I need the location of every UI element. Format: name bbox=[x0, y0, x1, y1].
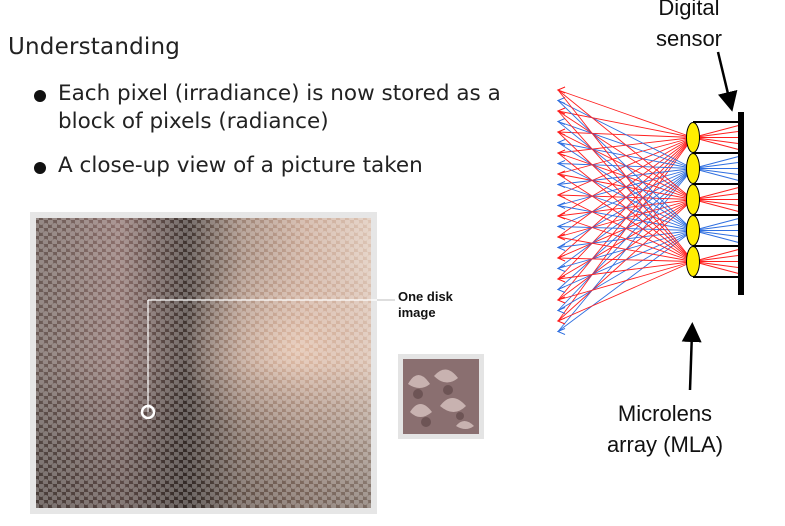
light-ray bbox=[557, 100, 694, 231]
microlens-array-diagram bbox=[556, 86, 744, 335]
lens-to-sensor-ray bbox=[692, 161, 741, 169]
ray-arrowhead bbox=[556, 328, 566, 335]
light-ray bbox=[557, 261, 694, 280]
ray-arrowhead bbox=[556, 275, 566, 283]
light-ray bbox=[557, 110, 694, 262]
microlens bbox=[686, 246, 700, 277]
ray-arrowhead bbox=[556, 149, 566, 157]
lens-to-sensor-ray bbox=[692, 168, 741, 182]
lens-to-sensor-ray bbox=[692, 199, 741, 213]
sensor-label-line-1: Digital bbox=[658, 0, 720, 20]
light-ray bbox=[557, 110, 694, 138]
light-ray bbox=[557, 89, 694, 138]
ray-arrowhead bbox=[556, 191, 566, 199]
bullet-text-1: Each pixel (irradiance) is now stored as… bbox=[58, 81, 501, 134]
ray-arrowhead bbox=[556, 296, 566, 304]
light-ray bbox=[557, 261, 694, 322]
lens-to-sensor-ray bbox=[692, 192, 741, 200]
lens-to-sensor-ray bbox=[692, 186, 741, 200]
bullet-text-2: A close-up view of a picture taken bbox=[58, 153, 423, 178]
lens-to-sensor-ray bbox=[692, 248, 741, 262]
bullet-item-1: Each pixel (irradiance) is now stored as… bbox=[30, 80, 530, 136]
mla-arrow bbox=[681, 322, 702, 391]
lens-to-sensor-ray bbox=[692, 137, 741, 145]
ray-arrowhead bbox=[556, 307, 566, 314]
ray-arrowhead bbox=[556, 317, 566, 325]
ray-arrowhead bbox=[556, 233, 566, 241]
lens-to-sensor-ray bbox=[692, 130, 741, 138]
sensor-label-line-2: sensor bbox=[655, 26, 723, 51]
light-ray bbox=[557, 215, 694, 262]
lens-to-sensor-ray bbox=[692, 254, 741, 262]
lens-to-sensor-ray bbox=[692, 155, 741, 169]
digital-sensor bbox=[738, 112, 744, 295]
light-ray bbox=[557, 100, 694, 169]
digital-sensor-label: Digital sensor bbox=[634, 0, 744, 54]
bullet-dot-icon bbox=[34, 162, 46, 174]
disk-image-zoom bbox=[398, 354, 484, 439]
microlens bbox=[686, 153, 700, 184]
ray-arrowhead bbox=[556, 139, 566, 146]
bullet-item-2: A close-up view of a picture taken bbox=[30, 152, 530, 180]
lens-to-sensor-ray bbox=[692, 124, 741, 138]
callout-line-2: image bbox=[398, 305, 436, 320]
light-ray bbox=[557, 131, 694, 262]
ray-arrowhead bbox=[556, 86, 566, 94]
light-ray bbox=[557, 236, 694, 262]
ray-arrowhead bbox=[556, 181, 566, 188]
light-ray bbox=[557, 89, 694, 200]
ray-arrowhead bbox=[556, 286, 566, 293]
lens-to-sensor-ray bbox=[692, 261, 741, 275]
ray-arrowhead bbox=[556, 202, 566, 209]
mla-label-line-2: array (MLA) bbox=[606, 432, 724, 457]
section-heading: Understanding bbox=[8, 34, 181, 60]
light-ray bbox=[557, 194, 694, 262]
lens-to-sensor-ray bbox=[692, 137, 741, 151]
bullet-dot-icon bbox=[34, 90, 46, 102]
callout-line-1: One disk bbox=[398, 289, 453, 304]
ray-arrowhead bbox=[556, 97, 566, 104]
sensor-arrow bbox=[716, 51, 738, 112]
lens-to-sensor-ray bbox=[692, 223, 741, 231]
light-ray bbox=[557, 89, 694, 262]
ray-arrowhead bbox=[556, 265, 566, 272]
microlens bbox=[686, 122, 700, 153]
lens-to-sensor-ray bbox=[692, 230, 741, 238]
light-ray bbox=[557, 257, 694, 262]
mla-label: Microlens array (MLA) bbox=[570, 398, 760, 460]
ray-arrowhead bbox=[556, 160, 566, 167]
light-ray bbox=[557, 173, 694, 262]
ray-arrowhead bbox=[556, 107, 566, 115]
lens-to-sensor-ray bbox=[692, 217, 741, 231]
microlens bbox=[686, 215, 700, 246]
microlens bbox=[686, 184, 700, 215]
ray-arrowhead bbox=[556, 212, 566, 220]
light-ray bbox=[557, 152, 694, 262]
ray-arrowhead bbox=[556, 223, 566, 230]
lenslet-closeup-photo bbox=[30, 212, 377, 514]
ray-arrowhead bbox=[556, 254, 566, 262]
light-ray bbox=[557, 261, 694, 301]
lens-to-sensor-ray bbox=[692, 199, 741, 207]
lens-to-sensor-ray bbox=[692, 230, 741, 244]
ray-arrowhead bbox=[556, 118, 566, 125]
ray-arrowhead bbox=[556, 170, 566, 178]
lens-to-sensor-ray bbox=[692, 261, 741, 269]
lens-to-sensor-ray bbox=[692, 168, 741, 176]
mla-label-line-1: Microlens bbox=[617, 401, 713, 426]
ray-arrowhead bbox=[556, 128, 566, 136]
disk-image-callout: One disk image bbox=[398, 289, 453, 321]
ray-arrowhead bbox=[556, 244, 566, 251]
bullet-list: Each pixel (irradiance) is now stored as… bbox=[30, 80, 530, 196]
light-ray bbox=[557, 110, 694, 200]
